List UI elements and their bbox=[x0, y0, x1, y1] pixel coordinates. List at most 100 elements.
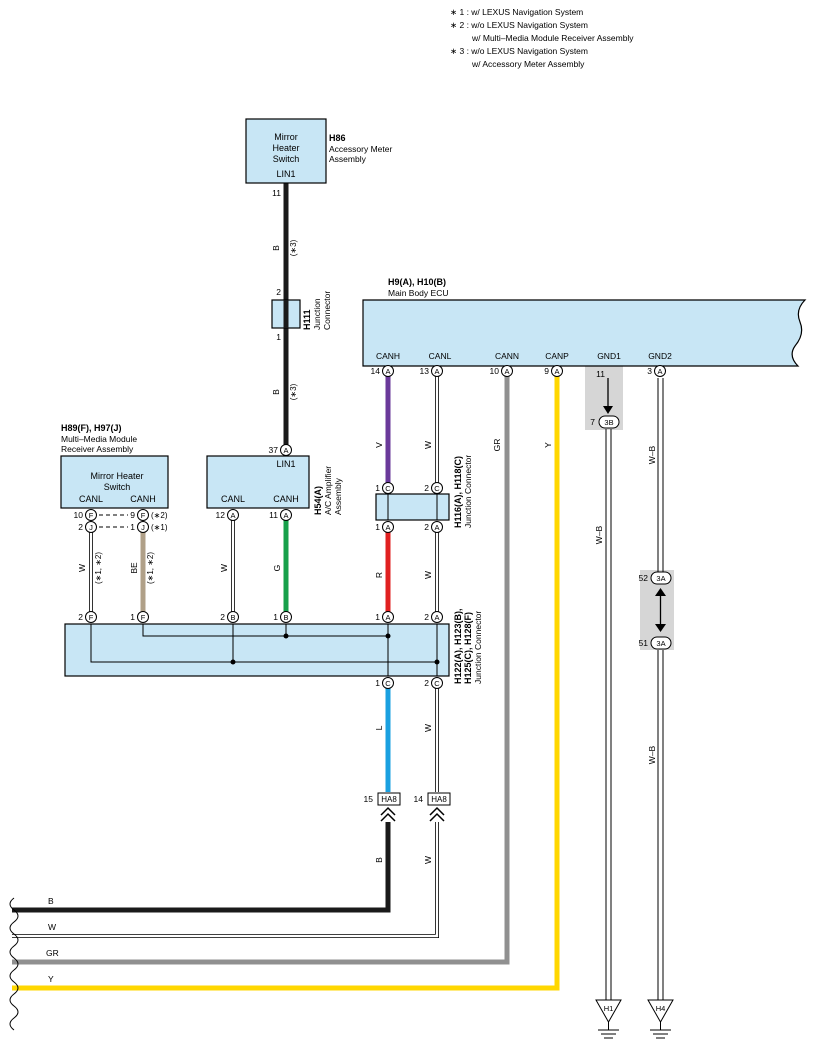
h116-conn-a1: A bbox=[385, 523, 390, 532]
wire-label-gr: GR bbox=[492, 439, 502, 452]
wire-label-b-3: B bbox=[374, 857, 384, 863]
h89-name2: Receiver Assembly bbox=[61, 444, 134, 454]
ecu-conn-1: A bbox=[385, 367, 390, 376]
h122-pin-1f: 1 bbox=[130, 612, 135, 622]
h89-note-1: (∗1) bbox=[151, 523, 168, 532]
h122-pin-2c: 2 bbox=[424, 678, 429, 688]
h122-pin-2b: 2 bbox=[220, 612, 225, 622]
wire-label-b-1: B bbox=[271, 245, 281, 251]
h122-conn-c1: C bbox=[385, 679, 391, 688]
h122-conn-b2: B bbox=[283, 613, 288, 622]
ecu-code: H9(A), H10(B) bbox=[388, 277, 446, 287]
h89-pin-10: 10 bbox=[74, 510, 84, 520]
wire-label-w-h54: W bbox=[219, 564, 229, 572]
h54-box bbox=[206, 455, 310, 509]
ha8-box-2 bbox=[427, 792, 451, 806]
wire-note-12b: (∗1, ∗2) bbox=[146, 552, 155, 584]
h122-pin-2a: 2 bbox=[424, 612, 429, 622]
h89-pin-2: 2 bbox=[78, 522, 83, 532]
h86-box-line3: Switch bbox=[273, 154, 300, 164]
h89-pin-1: 1 bbox=[130, 522, 135, 532]
h86-box-line1: Mirror bbox=[274, 132, 298, 142]
wire-gr bbox=[12, 376, 510, 965]
h116-conn-c2: C bbox=[434, 484, 440, 493]
h89-conn-f1: F bbox=[89, 511, 94, 520]
junction-3b-code: 3B bbox=[604, 418, 613, 427]
ecu-no-9: 9 bbox=[544, 366, 549, 376]
ecu-no-13: 13 bbox=[420, 366, 430, 376]
h116-pin-2t: 2 bbox=[424, 483, 429, 493]
h116-box bbox=[375, 493, 450, 521]
junction-3a-code-bottom: 3A bbox=[656, 639, 665, 648]
h86-name2: Assembly bbox=[329, 154, 367, 164]
h54-pin-37: 37 bbox=[269, 445, 279, 455]
h89-conn-j1: J bbox=[89, 523, 93, 532]
junction-3a-pin-52: 52 bbox=[639, 573, 649, 583]
h116-conn-a2: A bbox=[434, 523, 439, 532]
h89-canl: CANL bbox=[79, 494, 103, 504]
h116-pin-2b: 2 bbox=[424, 522, 429, 532]
note-3b: w/ Accessory Meter Assembly bbox=[471, 59, 585, 69]
wire-note-3a: (∗3) bbox=[289, 239, 298, 256]
wire-note-12a: (∗1, ∗2) bbox=[94, 552, 103, 584]
ha8-code-1: HA8 bbox=[381, 795, 397, 804]
h86-code: H86 bbox=[329, 133, 346, 143]
ecu-conn-6: A bbox=[657, 367, 662, 376]
bus-label-y: Y bbox=[48, 974, 54, 984]
h89-box-line2: Switch bbox=[104, 482, 131, 492]
wire-y bbox=[12, 376, 560, 991]
wire-label-y: Y bbox=[543, 442, 553, 448]
h116-pin-1b: 1 bbox=[375, 522, 380, 532]
h116-conn-c1: C bbox=[385, 484, 391, 493]
junction-3a-top bbox=[650, 571, 672, 585]
ground-h4: H4 bbox=[647, 999, 674, 1039]
wire-label-g: G bbox=[272, 565, 282, 572]
ecu-conn-3: A bbox=[504, 367, 509, 376]
h122-conn-a2: A bbox=[434, 613, 439, 622]
junction-3b bbox=[598, 415, 620, 429]
wire-label-be: BE bbox=[129, 562, 139, 574]
h54-conn-lin: A bbox=[283, 446, 288, 455]
ha8-box-1 bbox=[377, 792, 401, 806]
wire-label-w-3: W bbox=[423, 856, 433, 864]
ground-h4-label: H4 bbox=[656, 1004, 666, 1013]
h54-lin: LIN1 bbox=[276, 459, 295, 469]
h89-box bbox=[60, 455, 169, 509]
ground-h1-label: H1 bbox=[604, 1004, 614, 1013]
h89-conn-j2: J bbox=[141, 523, 145, 532]
junction-3a-bottom bbox=[650, 636, 672, 650]
h86-pin-no: 11 bbox=[272, 188, 281, 198]
bus-label-b: B bbox=[48, 896, 54, 906]
wire-label-wb-1: W–B bbox=[594, 525, 604, 544]
h122-code2: H125(C), H128(F) bbox=[463, 612, 473, 684]
wire-b-bus bbox=[12, 822, 391, 913]
h89-code: H89(F), H97(J) bbox=[61, 423, 122, 433]
harness-break-mark bbox=[9, 897, 19, 1031]
bus-label-gr: GR bbox=[46, 948, 59, 958]
wire-w-bus bbox=[12, 822, 439, 938]
h89-pin-9: 9 bbox=[130, 510, 135, 520]
wire-label-w-h89: W bbox=[77, 564, 87, 572]
ha8-code-2: HA8 bbox=[431, 795, 447, 804]
ha8-chevrons bbox=[380, 806, 445, 822]
h122-pin-1c: 1 bbox=[375, 678, 380, 688]
ecu-conn-4: A bbox=[554, 367, 559, 376]
ecu-no-14: 14 bbox=[371, 366, 381, 376]
ground-h1: H1 bbox=[595, 999, 622, 1039]
h122-pin-2f: 2 bbox=[78, 612, 83, 622]
ecu-no-3: 3 bbox=[647, 366, 652, 376]
h111-pin-bottom: 1 bbox=[276, 332, 281, 342]
h89-note-2: (∗2) bbox=[151, 511, 168, 520]
h122-conn-f1: F bbox=[89, 613, 94, 622]
h54-conn-canh: A bbox=[283, 511, 288, 520]
h54-name1: A/C Amplifier bbox=[323, 466, 333, 515]
h122-conn-c2: C bbox=[434, 679, 440, 688]
ecu-pin-gnd1: GND1 bbox=[597, 351, 621, 361]
h54-canl: CANL bbox=[221, 494, 245, 504]
h54-name2: Assembly bbox=[333, 477, 343, 515]
h111-name1: Junction bbox=[312, 298, 322, 330]
h122-pin-1a: 1 bbox=[375, 612, 380, 622]
h122-code1: H122(A), H123(B), bbox=[453, 608, 463, 684]
wire-label-r: R bbox=[374, 572, 384, 578]
